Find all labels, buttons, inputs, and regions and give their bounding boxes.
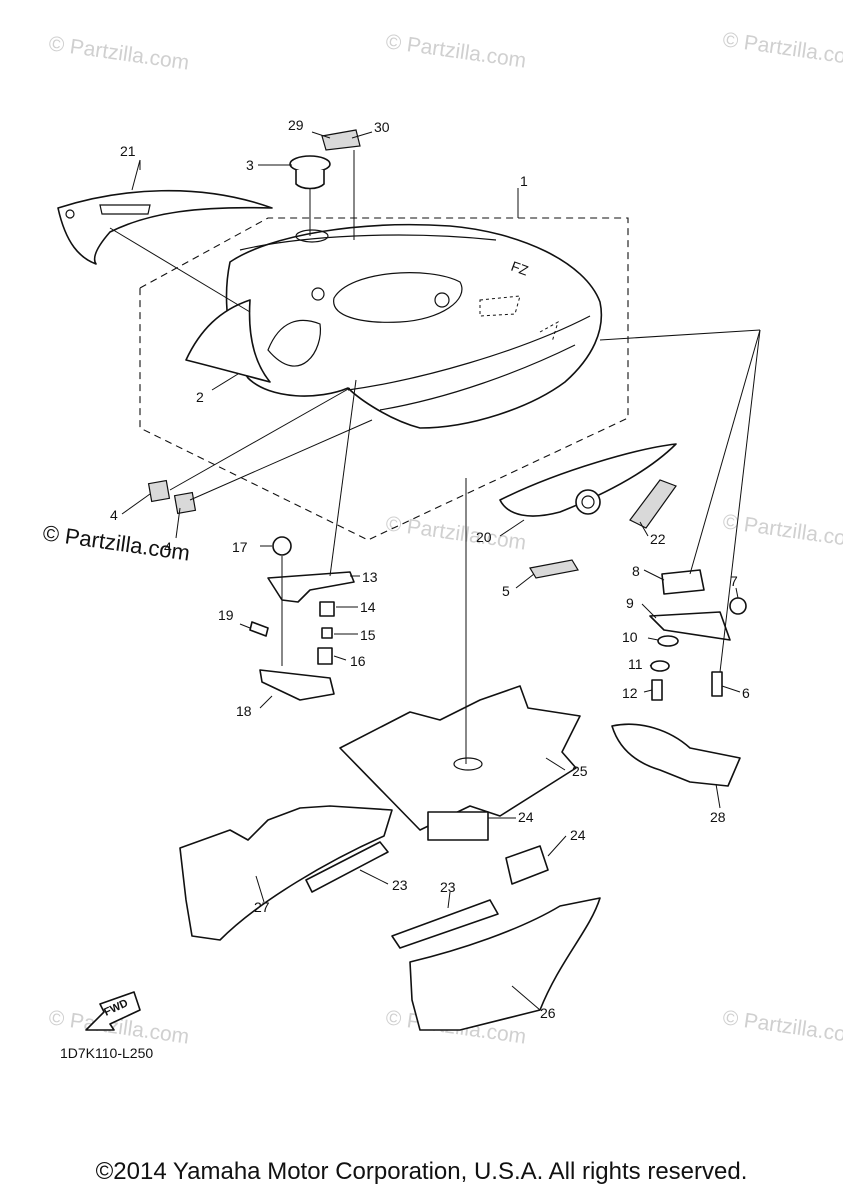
left-bracket-cluster bbox=[249, 536, 355, 701]
callout-24: 24 bbox=[518, 809, 534, 825]
part-3-cap bbox=[289, 155, 331, 243]
part-26-panel bbox=[409, 897, 601, 1031]
callout-18: 18 bbox=[236, 703, 252, 719]
watermark: © Partzilla.com bbox=[47, 32, 190, 74]
svg-text:FZ: FZ bbox=[509, 258, 531, 279]
callout-7: 7 bbox=[730, 573, 738, 589]
callout-27: 27 bbox=[254, 899, 270, 915]
callout-12: 12 bbox=[622, 685, 638, 701]
part-22-pad bbox=[629, 479, 677, 529]
watermark: © Partzilla.com bbox=[384, 512, 527, 554]
callout-4: 4 bbox=[110, 507, 118, 523]
callout-2: 2 bbox=[196, 389, 204, 405]
right-bracket-cluster bbox=[649, 569, 747, 701]
callout-20: 20 bbox=[476, 529, 492, 545]
callout-5: 5 bbox=[502, 583, 510, 599]
diagram-code: 1D7K110-L250 bbox=[60, 1045, 153, 1061]
callout-9: 9 bbox=[626, 595, 634, 611]
watermark: © Partzilla.com bbox=[721, 1006, 843, 1048]
callout-19: 19 bbox=[218, 607, 234, 623]
copyright-notice: ©2014 Yamaha Motor Corporation, U.S.A. A… bbox=[95, 1158, 748, 1185]
callout-17: 17 bbox=[232, 539, 248, 555]
callout-11: 11 bbox=[628, 656, 643, 672]
part-20-emblem bbox=[499, 443, 677, 517]
callout-30: 30 bbox=[374, 119, 390, 135]
assembly-outline bbox=[139, 217, 629, 541]
watermark: © Partzilla.com bbox=[721, 28, 843, 70]
part-4-pad bbox=[147, 479, 171, 503]
part-27-panel bbox=[179, 805, 393, 941]
fwd-arrow-icon: FWD bbox=[85, 991, 141, 1031]
callout-6: 6 bbox=[742, 685, 750, 701]
callout-14: 14 bbox=[360, 599, 376, 615]
callout-13: 13 bbox=[362, 569, 378, 585]
fuel-tank: FZ bbox=[225, 223, 603, 429]
callout-3: 3 bbox=[246, 157, 254, 173]
callouts: 1 2 3 4 4 5 6 7 8 9 10 11 12 13 14 15 16… bbox=[110, 117, 750, 1021]
callout-8: 8 bbox=[632, 563, 640, 579]
callout-4: 4 bbox=[164, 539, 172, 555]
callout-26: 26 bbox=[540, 1005, 556, 1021]
part-23-block bbox=[391, 899, 499, 949]
callout-25: 25 bbox=[572, 763, 588, 779]
part-25-pad bbox=[339, 685, 581, 831]
leader-lines bbox=[109, 131, 761, 1011]
callout-16: 16 bbox=[350, 653, 366, 669]
part-2-side-panel bbox=[185, 299, 271, 383]
callout-28: 28 bbox=[710, 809, 726, 825]
part-24-block bbox=[505, 845, 549, 885]
part-4-pad bbox=[173, 491, 197, 515]
callout-24: 24 bbox=[570, 827, 586, 843]
callout-29: 29 bbox=[288, 117, 304, 133]
callout-10: 10 bbox=[622, 629, 638, 645]
callout-23: 23 bbox=[440, 879, 456, 895]
part-5-pad bbox=[529, 559, 579, 579]
part-24-block bbox=[427, 811, 489, 841]
watermark: © Partzilla.com bbox=[384, 30, 527, 72]
part-23-block bbox=[305, 841, 389, 893]
part-29-label bbox=[321, 129, 361, 151]
callout-21: 21 bbox=[120, 143, 136, 159]
callout-15: 15 bbox=[360, 627, 376, 643]
part-28-bracket bbox=[611, 723, 741, 787]
watermark: © Partzilla.com bbox=[721, 510, 843, 552]
callout-23: 23 bbox=[392, 877, 408, 893]
callout-1: 1 bbox=[520, 173, 528, 189]
part-21-emblem bbox=[57, 189, 273, 265]
callout-22: 22 bbox=[650, 531, 666, 547]
